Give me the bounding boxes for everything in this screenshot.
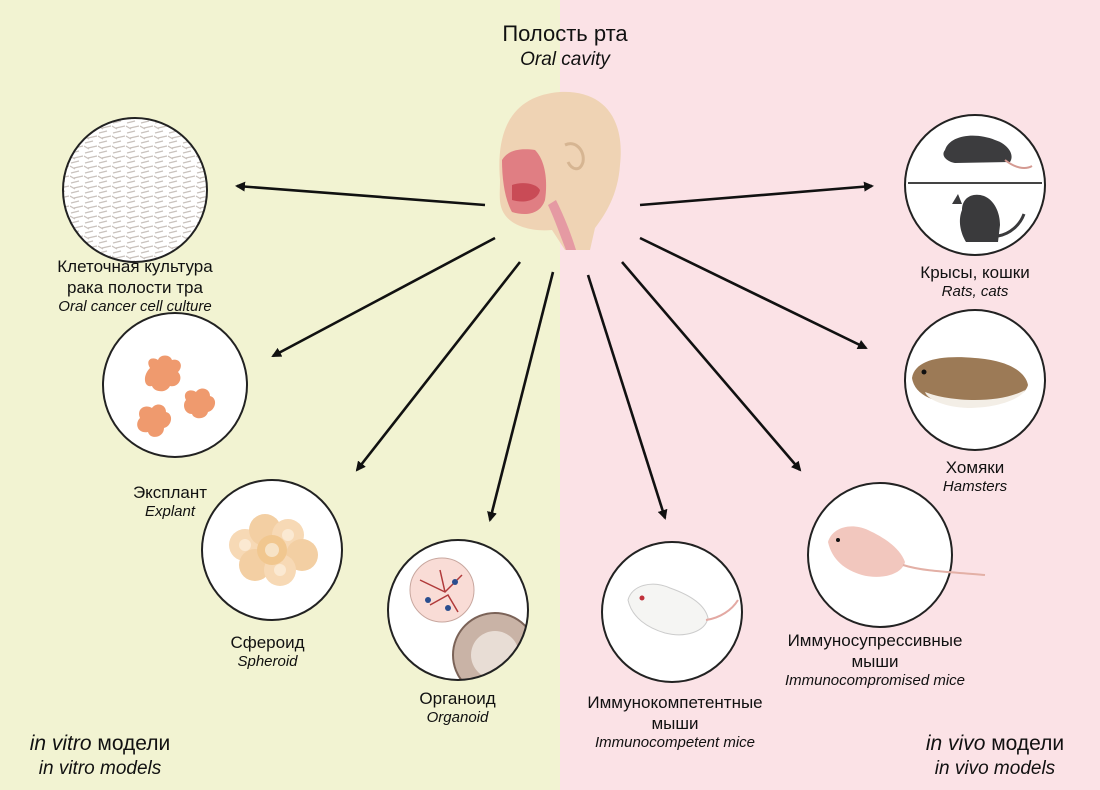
arrow-to-explant <box>271 236 496 358</box>
spheroid-label: Сфероид Spheroid <box>200 632 335 671</box>
in-vitro-rest: модели <box>91 732 171 755</box>
in-vivo-caption: in vivo модели in vivo models <box>900 730 1090 781</box>
cell-culture-icon <box>62 117 208 263</box>
explant-icon <box>102 312 248 458</box>
arrow-to-spheroid <box>355 261 522 472</box>
organoid-ru: Органоид <box>419 689 496 708</box>
spheroid-en: Spheroid <box>237 653 298 670</box>
hamster-icon <box>904 309 1046 451</box>
in-vivo-rest: модели <box>985 732 1065 755</box>
title-en: Oral cavity <box>520 49 610 70</box>
rats-cats-en: Rats, cats <box>941 283 1009 300</box>
in-vivo-en: in vivo models <box>934 758 1056 779</box>
white-mouse-icon <box>601 541 743 683</box>
in-vivo-ru: in vivo модели <box>900 730 1090 757</box>
explant-label: Эксплант Explant <box>100 482 240 521</box>
cell-culture-ru-1: Клеточная культура <box>57 257 213 276</box>
arrows <box>235 181 874 522</box>
organoid-en: Organoid <box>426 709 489 726</box>
arrow-to-immunocompetent <box>586 274 668 520</box>
explant-ru: Эксплант <box>132 483 208 502</box>
immunocompromised-ru-2: мыши <box>851 652 899 671</box>
in-vitro-italic: in vitro <box>29 732 92 755</box>
immunocompetent-en: Immunocompetent mice <box>594 734 756 751</box>
cell-culture-label: Клеточная культура рака полости тра Oral… <box>20 256 250 316</box>
organoid-label: Органоид Organoid <box>390 688 525 727</box>
in-vitro-ru: in vitro модели <box>10 730 190 757</box>
spheroid-ru: Сфероид <box>230 633 305 652</box>
immunocompromised-ru-1: Иммуносупрессивные <box>787 631 963 650</box>
rats-cats-label: Крысы, кошки Rats, cats <box>900 262 1050 301</box>
immunocompromised-en: Immunocompromised mice <box>784 672 966 689</box>
in-vitro-caption: in vitro модели in vitro models <box>10 730 190 781</box>
arrow-to-rats-cats <box>639 181 874 207</box>
hamsters-ru: Хомяки <box>945 458 1005 477</box>
arrow-to-hamsters <box>639 236 868 350</box>
arrow-to-immunocompromised <box>621 261 802 472</box>
arrow-to-organoid <box>487 271 555 522</box>
head-profile-icon <box>499 91 621 250</box>
arrow-to-cell-culture <box>235 181 486 207</box>
organoid-icon <box>387 539 529 681</box>
rat-cat-icon <box>904 114 1046 256</box>
in-vitro-en: in vitro models <box>38 758 162 779</box>
immunocompetent-label: Иммунокомпетентные мыши Immunocompetent … <box>560 692 790 752</box>
spheroid-icon <box>201 479 343 621</box>
rats-cats-ru: Крысы, кошки <box>920 263 1030 282</box>
hamsters-label: Хомяки Hamsters <box>905 457 1045 496</box>
immunocompromised-label: Иммуносупрессивные мыши Immunocompromise… <box>770 630 980 690</box>
explant-en: Explant <box>144 503 196 520</box>
oral-cavity-title: Полость рта Oral cavity <box>450 20 680 72</box>
cell-culture-ru-2: рака полости тра <box>67 278 203 297</box>
immunocompetent-ru-2: мыши <box>651 714 699 733</box>
cell-culture-en: Oral cancer cell culture <box>58 298 212 315</box>
title-ru: Полость рта <box>502 21 628 46</box>
nude-mouse-icon <box>807 482 986 628</box>
in-vivo-italic: in vivo <box>925 732 986 755</box>
hamsters-en: Hamsters <box>942 478 1008 495</box>
immunocompetent-ru-1: Иммунокомпетентные <box>587 693 763 712</box>
